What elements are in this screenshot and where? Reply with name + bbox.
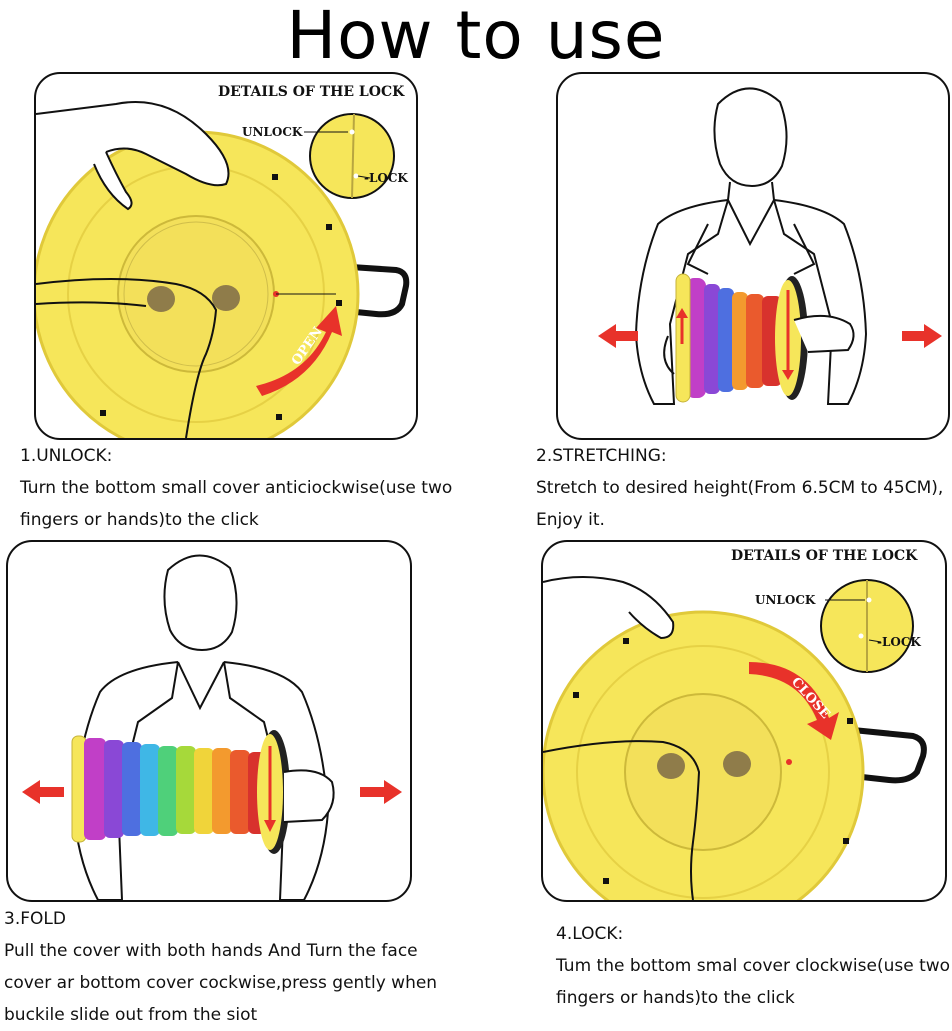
- step-1-caption: 1.UNLOCK: Turn the bottom small cover an…: [20, 440, 520, 536]
- step-3-line-1: Pull the cover with both hands And Turn …: [4, 941, 418, 961]
- step-2-line-2: Enjoy it.: [536, 510, 605, 530]
- step-3-caption: 3.FOLD Pull the cover with both hands An…: [4, 903, 524, 1031]
- stretching-illustration: [598, 87, 942, 405]
- lock-label: -LOCK: [877, 635, 921, 649]
- lock-label: -LOCK: [364, 171, 408, 185]
- step-3-label: 3.FOLD: [4, 909, 66, 929]
- left-arrow: [598, 324, 638, 348]
- person-head: [713, 87, 788, 188]
- step-4-line-2: fingers or hands)to the click: [556, 988, 795, 1008]
- step-4-line-1: Tum the bottom smal cover clockwise(use …: [556, 956, 951, 976]
- step-3-line-3: buckile slide out from the siot: [4, 1005, 258, 1025]
- step-2-line-1: Stretch to desired height(From 6.5CM to …: [536, 478, 944, 498]
- lock-illustration: CLOSE DETAILS OF THE LOCK UNLOCK -LOCK: [543, 548, 927, 900]
- fold-illustration: [22, 554, 402, 900]
- panel-stretching: [556, 72, 950, 440]
- step-1-label: 1.UNLOCK:: [20, 446, 113, 466]
- unlock-label: UNLOCK: [755, 593, 816, 607]
- step-3-line-2: cover ar bottom cover cockwise,press gen…: [4, 973, 438, 993]
- unlock-label: UNLOCK: [242, 125, 303, 139]
- step-4-caption: 4.LOCK: Tum the bottom smal cover clockw…: [556, 918, 952, 1014]
- unlock-illustration: OPEN DETAILS OF THE LOCK UNLOCK -LOCK: [36, 84, 410, 438]
- step-1-line-1: Turn the bottom small cover anticiockwis…: [20, 478, 453, 498]
- left-arrow: [22, 780, 64, 804]
- panel-unlock: OPEN DETAILS OF THE LOCK UNLOCK -LOCK: [34, 72, 418, 440]
- stool-stretched: [675, 273, 808, 403]
- open-arrow: [256, 306, 342, 396]
- detail-title: DETAILS OF THE LOCK: [218, 84, 405, 100]
- panel-fold: [6, 540, 412, 902]
- stool-folding: [71, 730, 290, 854]
- step-2-label: 2.STRETCHING:: [536, 446, 667, 466]
- detail-title: DETAILS OF THE LOCK: [731, 548, 918, 564]
- panel-lock: CLOSE DETAILS OF THE LOCK UNLOCK -LOCK: [541, 540, 947, 902]
- person-head: [163, 554, 238, 652]
- right-arrow: [360, 780, 402, 804]
- right-arrow: [902, 324, 942, 348]
- step-4-label: 4.LOCK:: [556, 924, 624, 944]
- step-2-caption: 2.STRETCHING: Stretch to desired height(…: [536, 440, 952, 536]
- page-title: How to use: [286, 0, 666, 74]
- close-arrow: [749, 662, 839, 740]
- step-1-line-2: fingers or hands)to the click: [20, 510, 259, 530]
